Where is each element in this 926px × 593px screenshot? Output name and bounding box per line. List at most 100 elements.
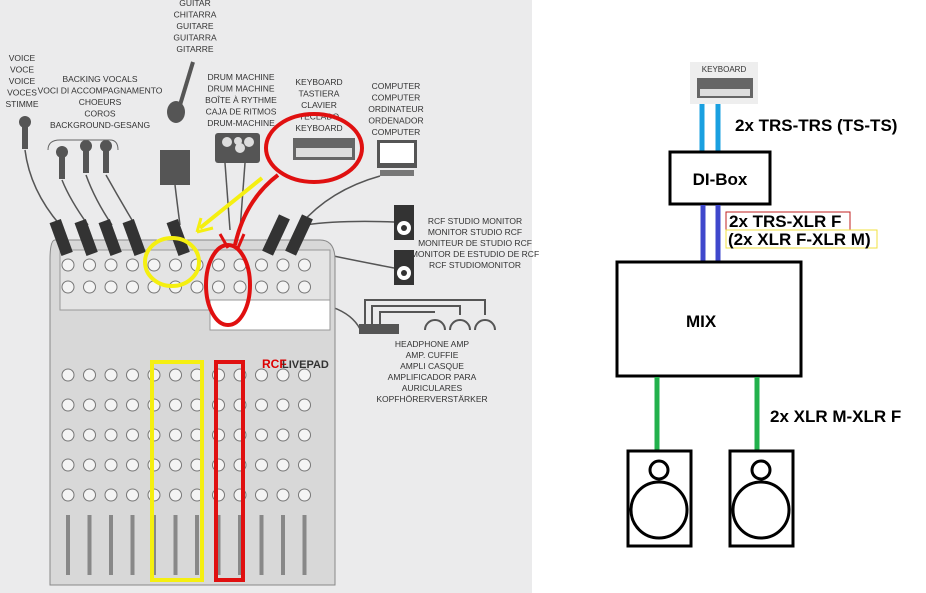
mixer-fader bbox=[87, 515, 92, 575]
backing-label-line: COROS bbox=[84, 109, 116, 119]
mixer-knob bbox=[276, 398, 290, 412]
monitor-label-line: MONITEUR DE STUDIO RCF bbox=[418, 238, 532, 248]
voice-label-line: STIMME bbox=[5, 99, 38, 109]
mixer-knob bbox=[190, 280, 204, 294]
speaker-left bbox=[626, 449, 693, 548]
mixer-knob bbox=[83, 488, 96, 502]
headphone-label-line: AMPLI CASQUE bbox=[400, 361, 464, 371]
mixer-knob bbox=[83, 368, 96, 382]
cable-2-alt-label: (2x XLR F-XLR M) bbox=[728, 230, 871, 249]
mixer-knob bbox=[61, 458, 75, 472]
mixer-knob bbox=[169, 488, 182, 502]
keyboard-thumb-label: KEYBOARD bbox=[702, 65, 747, 74]
mixer-knob bbox=[126, 488, 139, 502]
keyboard-label-line: KEYBOARD bbox=[295, 77, 342, 87]
mixer-knob bbox=[276, 258, 290, 272]
headphone-label-line: AURICULARES bbox=[402, 383, 463, 393]
mixer-knob bbox=[104, 488, 118, 502]
mixer-knob bbox=[298, 428, 311, 442]
mixer-knob bbox=[61, 258, 75, 272]
microphone-icon bbox=[19, 116, 112, 179]
mixer-knob bbox=[83, 280, 96, 294]
mixer-console: RCF LIVEPAD bbox=[49, 239, 336, 586]
mix-box bbox=[615, 260, 803, 378]
mixer-knob bbox=[61, 280, 75, 294]
mixer-knob bbox=[147, 258, 161, 272]
guitar-label-line: GUITAR bbox=[179, 0, 210, 8]
studio-monitor-icon bbox=[394, 205, 414, 285]
di-box-label: DI-Box bbox=[693, 170, 748, 189]
drum-label-line: DRUM-MACHINE bbox=[207, 118, 275, 128]
voice-label-line: VOCES bbox=[7, 88, 37, 98]
trs-cables bbox=[699, 104, 721, 152]
backing-label-line: VOCI DI ACCOMPAGNAMENTO bbox=[38, 86, 163, 96]
mixer-knob bbox=[104, 258, 118, 272]
mixer-knob bbox=[104, 368, 118, 382]
mixer-fader bbox=[281, 515, 285, 575]
drum-label-line: DRUM MACHINE bbox=[207, 72, 274, 82]
computer-label-line: ORDINATEUR bbox=[368, 104, 424, 114]
mixer-knob bbox=[233, 280, 247, 294]
computer-label-line: COMPUTER bbox=[372, 93, 421, 103]
mixer-knob bbox=[255, 488, 268, 502]
guitar-label-line: GUITARRA bbox=[173, 33, 217, 43]
mixer-knob bbox=[104, 398, 118, 412]
guitar-label-line: CHITARRA bbox=[174, 10, 217, 20]
mixer-knob bbox=[255, 258, 268, 272]
mixer-knob bbox=[126, 368, 139, 382]
mixer-model: LIVEPAD bbox=[282, 359, 329, 371]
drum-label-line: BOÎTE À RYTHME bbox=[205, 95, 277, 105]
keyboard-label-line: TASTIERA bbox=[299, 89, 340, 99]
mixer-knob bbox=[104, 428, 118, 442]
keyboard-label-line: CLAVIER bbox=[301, 100, 337, 110]
bracket bbox=[47, 139, 119, 151]
monitor-label-line: RCF STUDIO MONITOR bbox=[428, 216, 522, 226]
mixer-knob bbox=[169, 258, 182, 272]
mixer-knob bbox=[61, 488, 75, 502]
headphone-label-line: KOPFHÖRERVERSTÄRKER bbox=[376, 394, 487, 404]
mixer-knob bbox=[126, 398, 139, 412]
di-box bbox=[668, 150, 772, 206]
voice-label-line: VOCE bbox=[10, 65, 34, 75]
mixer-knob bbox=[61, 398, 75, 412]
keyboard-thumbnail: KEYBOARD bbox=[690, 62, 758, 104]
mixer-knob bbox=[276, 488, 290, 502]
cable-2-label: 2x TRS-XLR F bbox=[729, 212, 841, 231]
guitar-icon bbox=[167, 61, 195, 123]
mixer-knob bbox=[255, 428, 268, 442]
backing-label-line: BACKGROUND-GESANG bbox=[50, 120, 150, 130]
monitor-label-line: MONITOR DE ESTUDIO DE RCF bbox=[411, 249, 539, 259]
mixer-knob bbox=[83, 458, 96, 472]
monitor-label-line: RCF STUDIOMONITOR bbox=[429, 260, 521, 270]
mixer-fader bbox=[216, 515, 221, 575]
mixer-knob bbox=[169, 458, 182, 472]
mixer-knob bbox=[169, 368, 182, 382]
cable-2-alt-label-box bbox=[725, 229, 878, 249]
mixer-knob bbox=[61, 428, 75, 442]
mixer-knob bbox=[276, 280, 290, 294]
computer-label-line: COMPUTER bbox=[372, 81, 421, 91]
cable-3-label: 2x XLR M-XLR F bbox=[770, 407, 901, 426]
headphone-label-line: AMPLIFICADOR PARA bbox=[388, 372, 477, 382]
mixer-knob bbox=[126, 458, 139, 472]
computer-label-line: COMPUTER bbox=[372, 127, 421, 137]
computer-label-line: ORDENADOR bbox=[368, 116, 423, 126]
voice-label-line: VOICE bbox=[9, 76, 36, 86]
backing-label-line: CHOEURS bbox=[79, 97, 122, 107]
mixer-knob bbox=[169, 428, 182, 442]
voice-label-line: VOICE bbox=[9, 53, 36, 63]
mixer-fader bbox=[130, 515, 135, 575]
xlr-cables bbox=[700, 205, 721, 262]
mixer-knob bbox=[298, 368, 311, 382]
plugs bbox=[49, 214, 313, 256]
cable-1-label: 2x TRS-TRS (TS-TS) bbox=[735, 116, 897, 135]
mixer-fader bbox=[173, 515, 178, 575]
keyboard-label-line: KEYBOARD bbox=[295, 123, 342, 133]
backing-label-line: BACKING VOCALS bbox=[62, 74, 137, 84]
backing-vocals-label: BACKING VOCALS VOCI DI ACCOMPAGNAMENTOCHO… bbox=[38, 74, 163, 130]
